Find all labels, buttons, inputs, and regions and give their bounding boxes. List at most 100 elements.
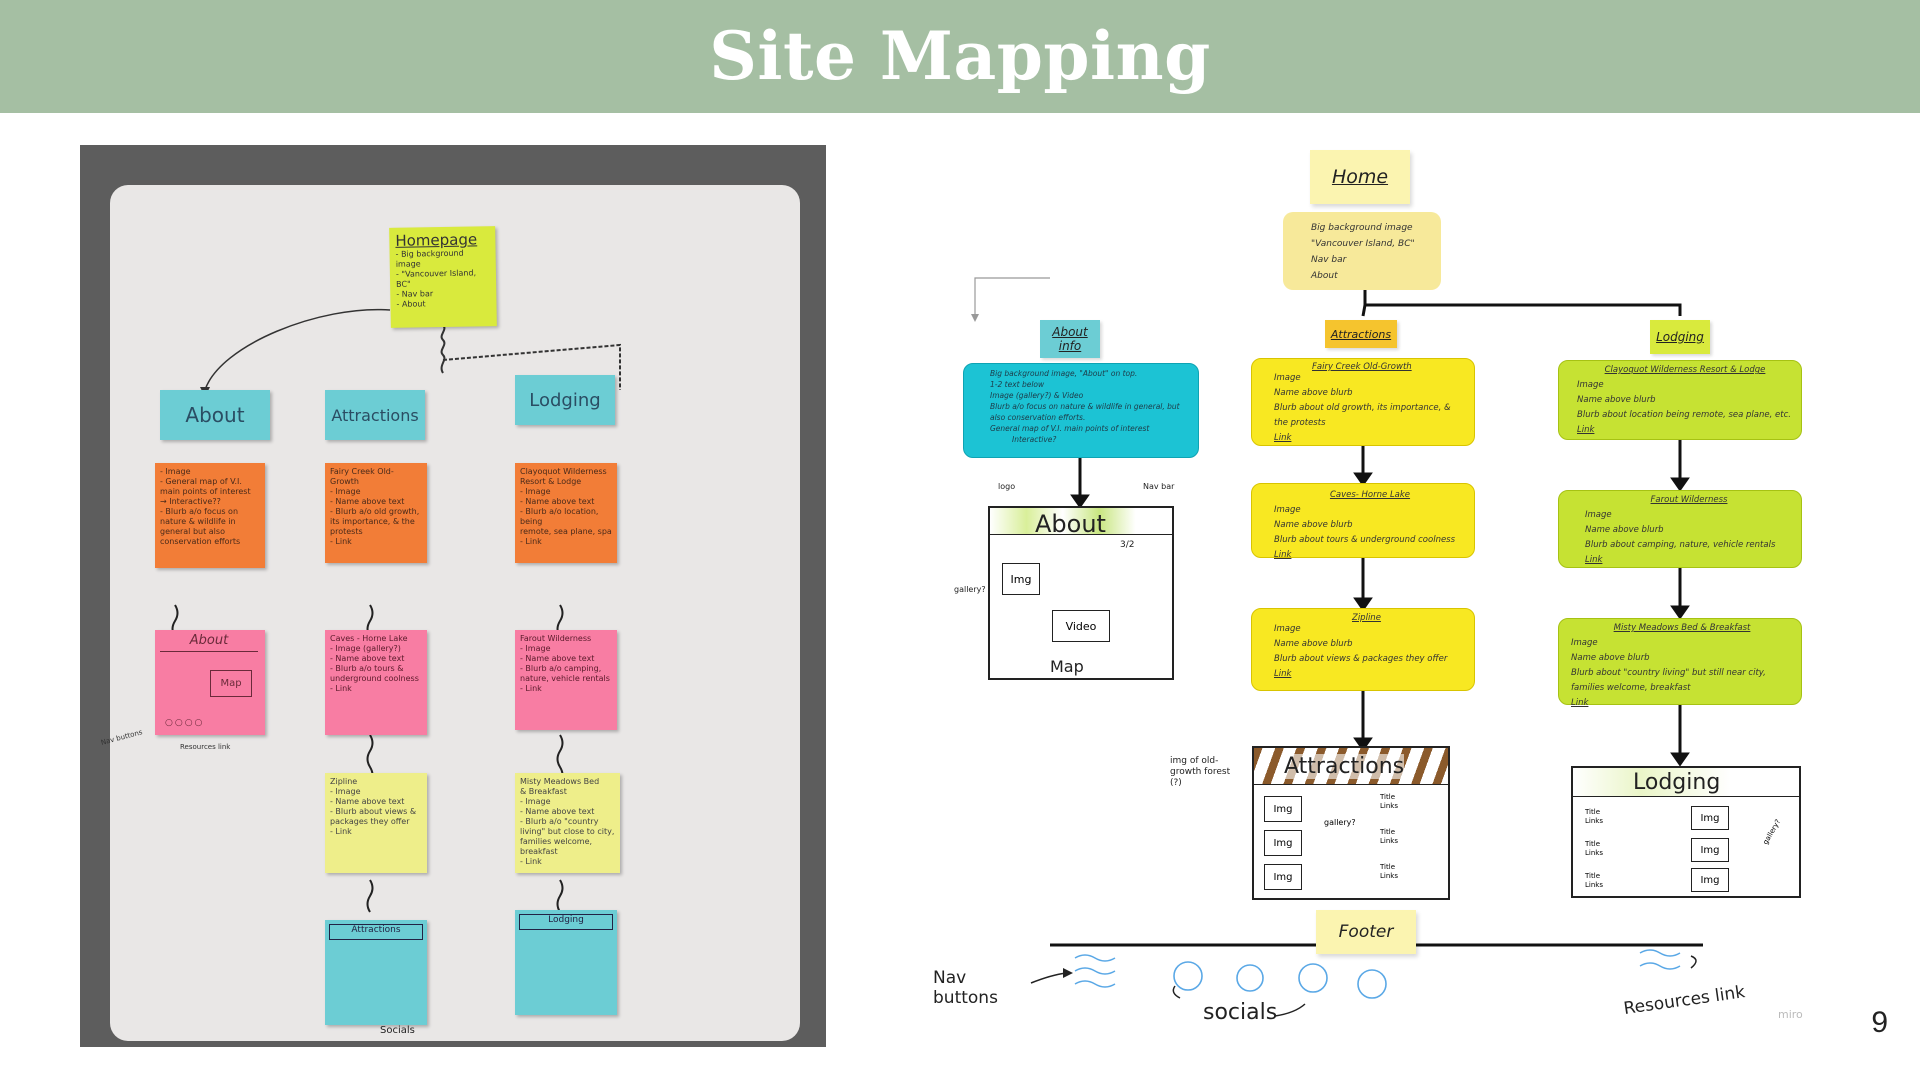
wireframe-img: Img	[1691, 806, 1729, 830]
about-info-box: Big background image, "About" on top. 1-…	[963, 363, 1199, 458]
clayoquot-bullet: Link	[1577, 425, 1595, 435]
map-box: Map	[210, 670, 252, 697]
fairy-bullet: Name above blurb	[1274, 388, 1353, 398]
footer-nav-annotation: Nav buttons	[933, 968, 998, 1008]
zipline-box: Zipline Image Name above blurb Blurb abo…	[1251, 608, 1475, 691]
homepage-note: Homepage - Big background image - "Vanco…	[389, 226, 497, 328]
lodging-connector	[442, 343, 621, 390]
photo-footer-resources-note: Resources link	[180, 743, 231, 751]
miro-diagram: Home Big background image "Vancouver Isl…	[885, 138, 1845, 1043]
misty-bullet: Image	[1571, 638, 1598, 648]
misty-box: Misty Meadows Bed & Breakfast Image Name…	[1558, 618, 1802, 708]
attractions-wireframe: Attractions Img Img Img gallery? Title L…	[1252, 746, 1450, 900]
home-bullet: About	[1311, 271, 1338, 281]
title-link-annotation: Title Links	[1380, 793, 1398, 810]
note-line: - Image	[160, 467, 191, 476]
note-line: families welcome, breakfast	[520, 837, 593, 856]
note-line: its importance, & the	[330, 517, 415, 526]
wireframe-img: Img	[1264, 864, 1302, 890]
note-line: - Link	[520, 857, 542, 866]
title-link-annotation: Title Links	[1585, 808, 1603, 825]
lodging-sketch-note: Lodging	[515, 910, 617, 1015]
zipline-bullet: Name above blurb	[1274, 639, 1353, 649]
note-line: - Link	[330, 827, 352, 836]
note-line: - Blurb a/o focus on	[160, 507, 239, 516]
note-line: - Image	[520, 487, 551, 496]
slide-title: Site Mapping	[709, 17, 1211, 95]
note-line: Misty Meadows Bed	[520, 777, 600, 786]
misty-bullet: Link	[1571, 698, 1589, 708]
attractions-label: Attractions	[1325, 320, 1397, 348]
photo-socials-label: Socials	[380, 1025, 415, 1036]
note-line: nature, vehicle rentals	[520, 674, 610, 683]
home-details: Big background image "Vancouver Island, …	[1283, 212, 1441, 290]
note-line: underground coolness	[330, 674, 419, 683]
home-bullet: Nav bar	[1311, 255, 1347, 265]
fairy-bullet: Blurb about old growth, its importance, …	[1274, 403, 1451, 428]
note-line: - Blurb a/o old growth,	[330, 507, 420, 516]
wireframe-ratio: 3/2	[1120, 540, 1135, 550]
note-line: - Blurb a/o "country	[520, 817, 599, 826]
note-line: Zipline	[330, 777, 358, 786]
note-line: - Name above text	[520, 807, 595, 816]
paper-background	[110, 185, 800, 1041]
note-line: - Name above text	[520, 497, 595, 506]
about-bullet: Image (gallery?) & Video	[990, 391, 1084, 400]
lodging-label: Lodging	[1650, 320, 1710, 354]
wireframe-img: Img	[1264, 830, 1302, 856]
clayoquot-bullet: Blurb about location being remote, sea p…	[1577, 410, 1791, 420]
fairy-creek-note: Fairy Creek Old-Growth - Image - Name ab…	[325, 463, 427, 563]
note-line: - Image	[330, 787, 361, 796]
title-link-annotation: Title Links	[1380, 863, 1398, 880]
about-bullet: Interactive?	[1012, 435, 1057, 444]
note-line: packages they offer	[330, 817, 410, 826]
social-circles: ○○○○	[165, 718, 205, 728]
homepage-note-title: Homepage	[395, 230, 478, 250]
zipline-note: Zipline - Image - Name above text - Blur…	[325, 773, 427, 873]
caves-bullet: Link	[1274, 550, 1292, 560]
attractions-connector	[440, 324, 446, 374]
note-line: - Link	[520, 537, 542, 546]
caves-title: Caves- Horne Lake	[1329, 490, 1411, 500]
attractions-label-note: Attractions	[325, 390, 425, 440]
note-line: - Link	[330, 537, 352, 546]
note-line: Clayoquot Wilderness	[520, 467, 607, 476]
caves-note: Caves - Horne Lake - Image (gallery?) - …	[325, 630, 427, 735]
zipline-title: Zipline	[1352, 613, 1381, 623]
old-growth-annotation: img of old-growth forest (?)	[1170, 756, 1231, 788]
fairy-bullet: Image	[1274, 373, 1301, 383]
note-line: - Blurb about views &	[330, 807, 417, 816]
attractions-sketch-title: Attractions	[329, 924, 423, 940]
arrowhead-icon	[1063, 968, 1073, 978]
farout-box: Farout Wilderness Image Name above blurb…	[1558, 490, 1802, 568]
note-line: - Name above text	[330, 497, 405, 506]
note-line: general but also	[160, 527, 225, 536]
gallery-annotation: gallery?	[1761, 818, 1783, 846]
farout-bullet: Link	[1585, 555, 1603, 565]
sticky-notes-photo: Homepage - Big background image - "Vanco…	[80, 145, 826, 1047]
about-bullet: General map of V.I. main points of inter…	[990, 424, 1150, 433]
note-line: - Image	[330, 487, 361, 496]
logo-annotation: logo	[998, 482, 1016, 491]
misty-meadows-note: Misty Meadows Bed & Breakfast - Image - …	[515, 773, 620, 873]
caves-bullet: Image	[1274, 505, 1301, 515]
homepage-note-line: - Big background image	[395, 248, 464, 269]
note-line: - Name above text	[520, 654, 595, 663]
farout-note: Farout Wilderness - Image - Name above t…	[515, 630, 617, 730]
lodging-sketch-title: Lodging	[519, 914, 613, 930]
miro-watermark: miro	[1778, 1008, 1803, 1021]
homepage-note-line: - "Vancouver Island, BC"	[395, 268, 477, 289]
farout-title: Farout Wilderness	[1650, 495, 1728, 505]
note-line: protests	[330, 527, 363, 536]
title-link-annotation: Title Links	[1585, 840, 1603, 857]
wireframe-video: Video	[1052, 610, 1110, 642]
lodging-wireframe: Lodging Title Links Title Links Title Li…	[1571, 766, 1801, 898]
note-line: - Link	[520, 684, 542, 693]
fairy-bullet: Link	[1274, 433, 1292, 443]
about-sketch-title: About	[160, 633, 258, 652]
wireframe-img: Img	[1691, 868, 1729, 892]
note-line: conservation efforts	[160, 537, 241, 546]
zipline-bullet: Image	[1274, 624, 1301, 634]
farout-bullet: Name above blurb	[1585, 525, 1664, 535]
attractions-sketch-note: Attractions	[325, 920, 427, 1025]
